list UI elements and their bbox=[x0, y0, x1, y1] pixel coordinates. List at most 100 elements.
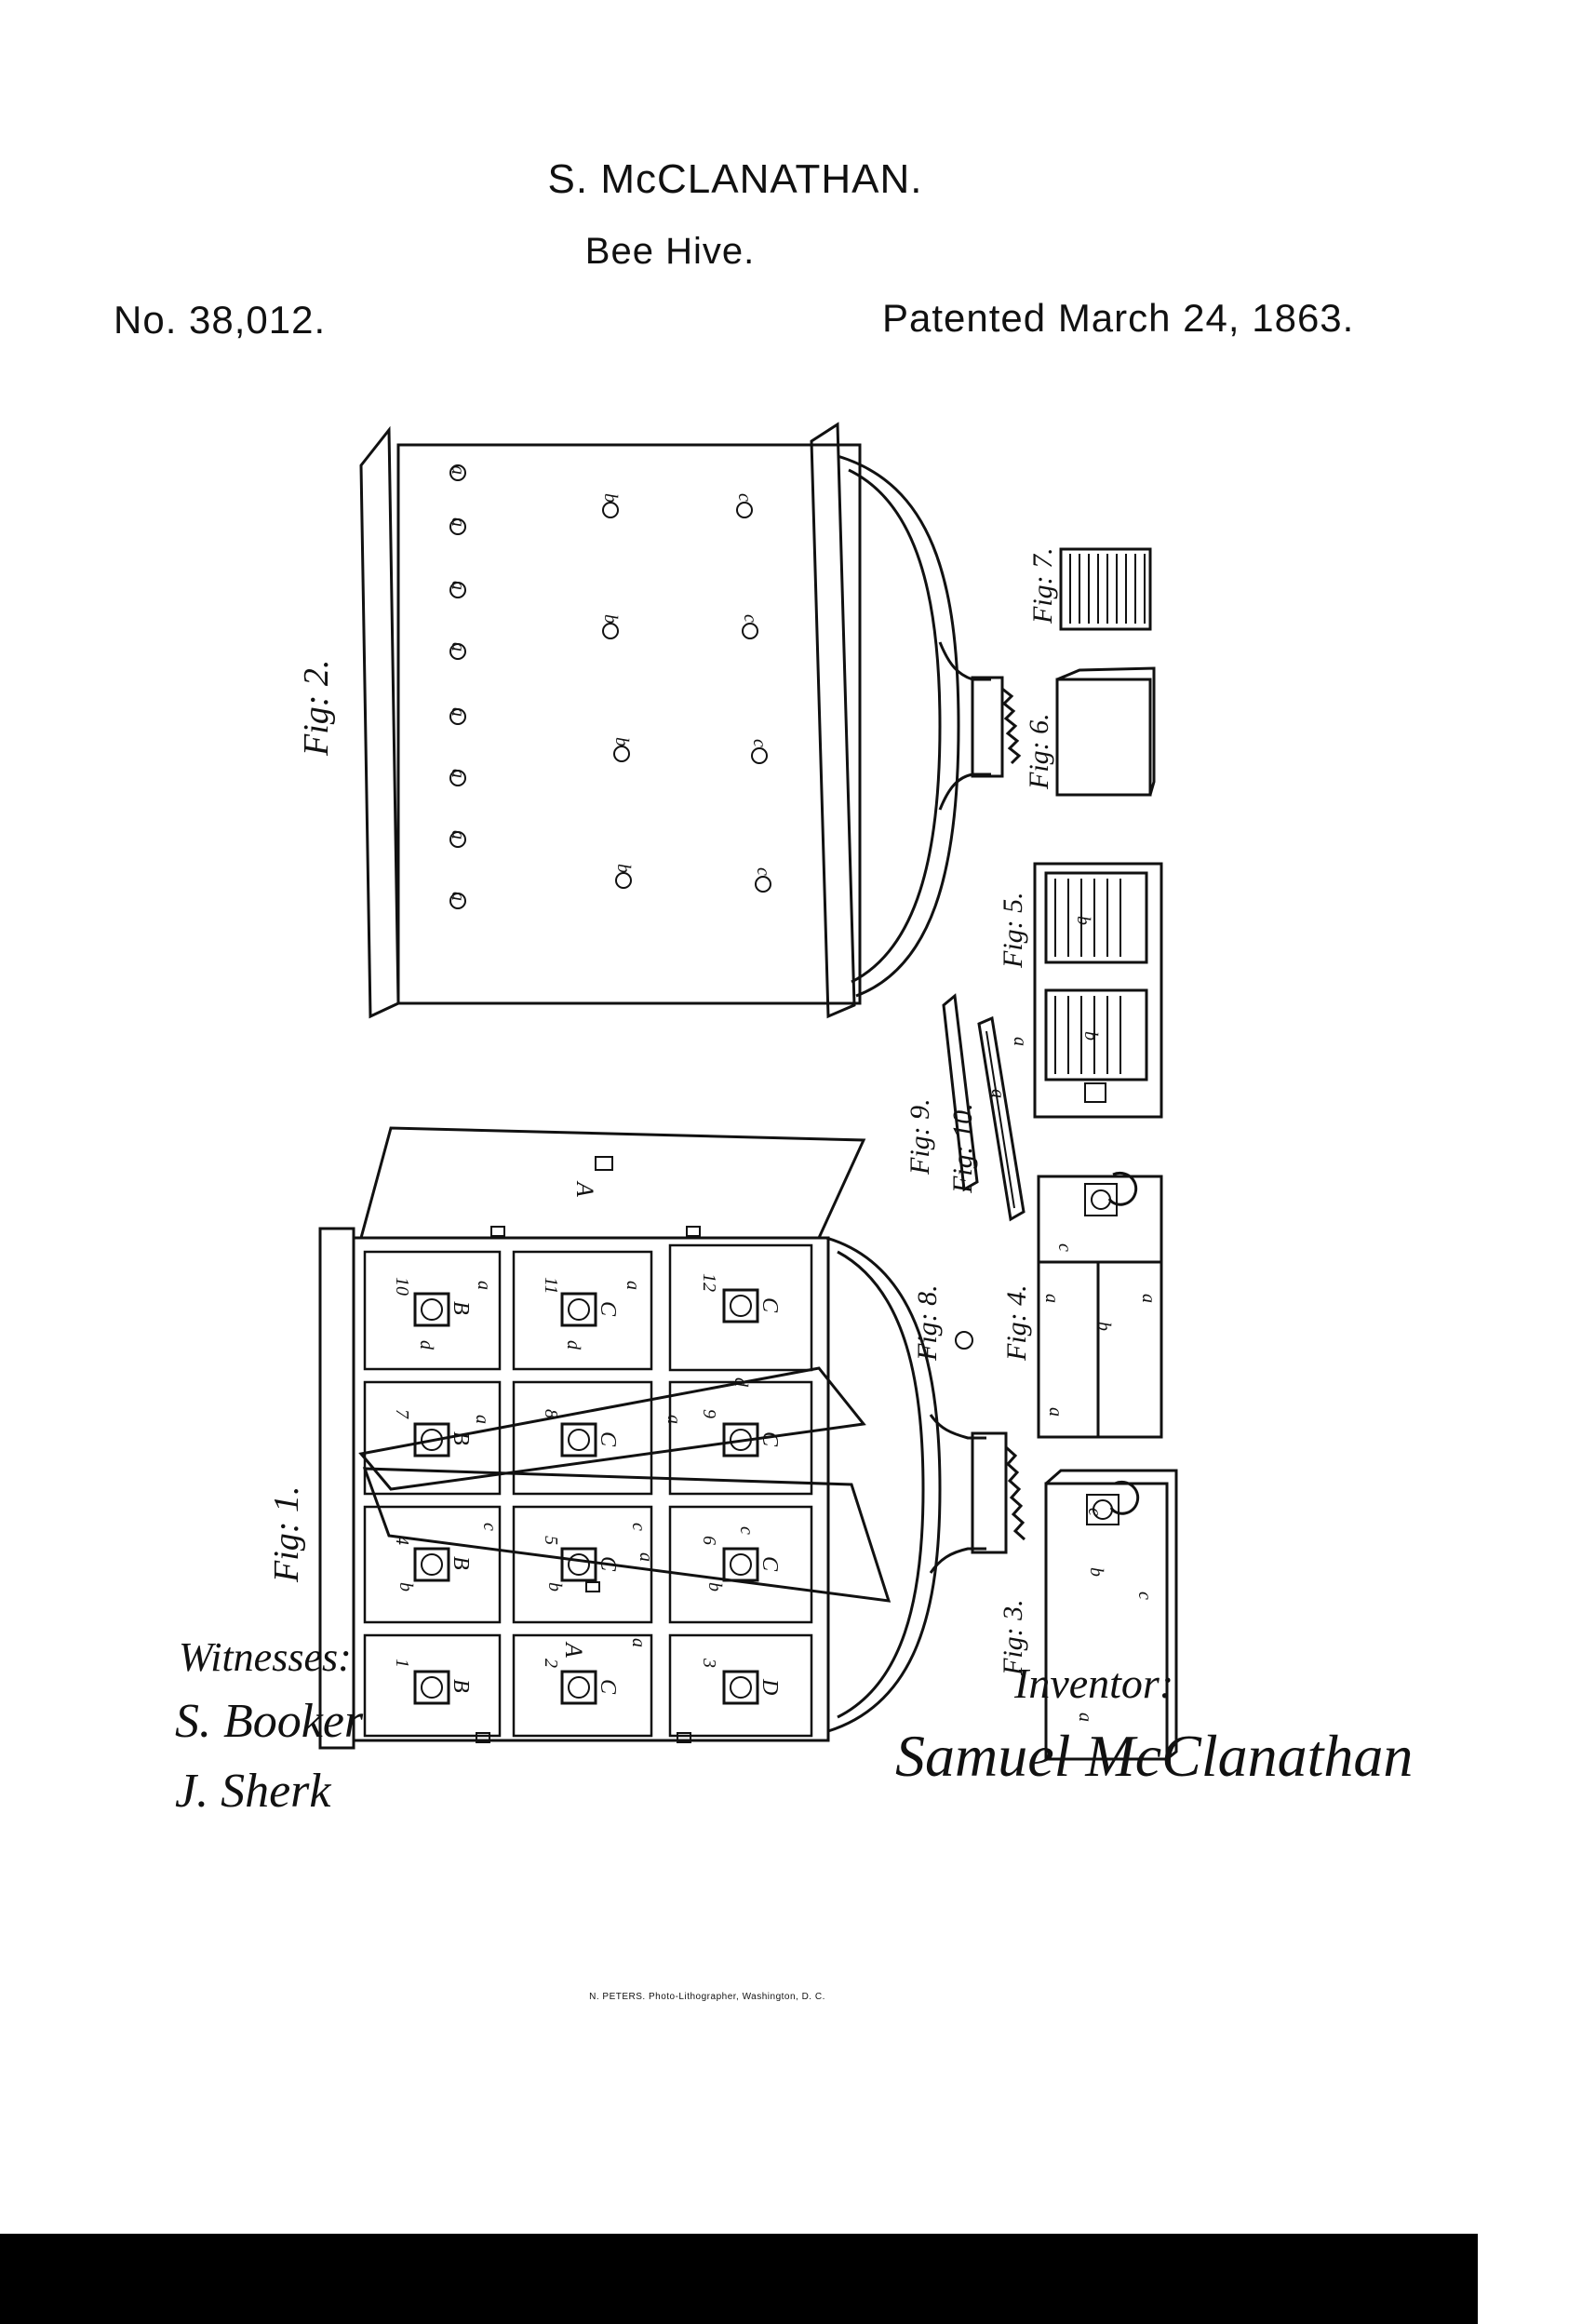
box-number-4: 4 bbox=[392, 1536, 412, 1545]
ref-a: a bbox=[448, 769, 468, 778]
box-letter-10: B bbox=[449, 1301, 473, 1315]
ref-a: a bbox=[448, 830, 468, 840]
ref-a: a bbox=[472, 1415, 492, 1424]
fig6-box bbox=[1055, 666, 1156, 797]
ref-c: c bbox=[740, 614, 760, 623]
ref-b: b bbox=[544, 1582, 565, 1592]
witness-2-signature: J. Sherk bbox=[175, 1765, 331, 1818]
fig6-label: Fig: 6. bbox=[1024, 713, 1054, 790]
box-letter-9: C bbox=[757, 1431, 782, 1447]
fig5-label: Fig: 5. bbox=[998, 892, 1028, 969]
box-letter-2: C bbox=[596, 1679, 620, 1695]
fig4-case bbox=[1037, 1172, 1163, 1439]
ref-b: b bbox=[613, 864, 634, 873]
fig8-label: Fig: 8. bbox=[912, 1284, 943, 1362]
fig2-hive bbox=[359, 422, 1022, 1019]
patent-title: Bee Hive. bbox=[584, 231, 756, 272]
ref-d: d bbox=[416, 1340, 436, 1350]
ref-a: a bbox=[1075, 1713, 1095, 1722]
ref-c: c bbox=[1134, 1592, 1155, 1600]
box-letter-7: B bbox=[449, 1431, 473, 1445]
ref-a: a bbox=[1010, 1037, 1030, 1046]
ref-d: d bbox=[563, 1340, 583, 1350]
ref-c: c bbox=[749, 739, 770, 747]
box-letter-4: B bbox=[449, 1556, 473, 1570]
fig3-box bbox=[1044, 1469, 1178, 1761]
inventor-name: S. McCLANATHAN. bbox=[547, 156, 923, 202]
scan-edge-bar bbox=[0, 2234, 1478, 2324]
box-number-12: 12 bbox=[699, 1273, 719, 1292]
ref-c: c bbox=[753, 867, 773, 876]
fig10-label: Fig: 10. bbox=[947, 1103, 978, 1194]
box-letter-5: C bbox=[596, 1556, 620, 1572]
box-letter-1: B bbox=[449, 1679, 473, 1693]
box-number-2: 2 bbox=[541, 1659, 561, 1668]
ref-b: b bbox=[600, 493, 621, 503]
ref-a: a bbox=[448, 517, 468, 527]
ref-c: c bbox=[1084, 1508, 1105, 1516]
ref-a: a bbox=[628, 1638, 649, 1647]
ref-b: b bbox=[600, 614, 621, 624]
box-letter-3: D bbox=[757, 1678, 782, 1695]
ref-b: b bbox=[1086, 1567, 1106, 1577]
box-letter-11: C bbox=[596, 1301, 620, 1317]
box-letter-6: C bbox=[757, 1556, 782, 1572]
ref-a: a bbox=[1041, 1294, 1062, 1303]
fig5-case bbox=[1033, 862, 1163, 1119]
box-number-9: 9 bbox=[699, 1409, 719, 1418]
box-number-3: 3 bbox=[699, 1658, 719, 1668]
box-number-6: 6 bbox=[699, 1536, 719, 1545]
ref-a: a bbox=[987, 1089, 1008, 1098]
box-letter-12: C bbox=[757, 1297, 782, 1313]
ref-a: a bbox=[448, 465, 468, 475]
ref-b: b bbox=[704, 1582, 725, 1592]
fig2-knobs bbox=[449, 464, 771, 909]
box-number-11: 11 bbox=[541, 1277, 561, 1295]
ref-b: b bbox=[1093, 1322, 1114, 1331]
patent-date: Patented March 24, 1863. bbox=[882, 296, 1355, 340]
ref-c: c bbox=[1054, 1243, 1075, 1252]
ref-c: c bbox=[479, 1523, 500, 1531]
box-number-5: 5 bbox=[541, 1536, 561, 1545]
fig8-disc bbox=[955, 1331, 973, 1350]
printer-credit: N. PETERS. Photo-Lithographer, Washingto… bbox=[589, 1992, 825, 2002]
witness-1-signature: S. Booker bbox=[175, 1695, 364, 1748]
fig9-slide bbox=[942, 993, 979, 1192]
box-number-1: 1 bbox=[392, 1659, 412, 1668]
ref-c: c bbox=[628, 1523, 649, 1531]
ref-b: b bbox=[396, 1582, 416, 1592]
fig3-label: Fig: 3. bbox=[998, 1599, 1028, 1676]
fig9-label: Fig: 9. bbox=[905, 1098, 935, 1175]
ref-c: c bbox=[734, 493, 755, 502]
ref-a: a bbox=[1045, 1407, 1066, 1417]
ref-a: a bbox=[1138, 1294, 1159, 1303]
ref-A-bottom-door: A bbox=[560, 1641, 587, 1658]
fig7-frame bbox=[1059, 547, 1152, 631]
ref-b: b bbox=[611, 737, 632, 746]
patent-number: No. 38,012. bbox=[114, 298, 327, 342]
ref-a: a bbox=[448, 707, 468, 717]
fig4-label: Fig: 4. bbox=[1001, 1284, 1032, 1362]
ref-a: a bbox=[474, 1281, 494, 1290]
ref-a: a bbox=[448, 892, 468, 901]
ref-b: b bbox=[1080, 1031, 1101, 1041]
fig7-label: Fig: 7. bbox=[1027, 547, 1058, 625]
ref-b: b bbox=[1073, 916, 1093, 925]
box-number-10: 10 bbox=[392, 1277, 412, 1296]
fig1-label: Fig: 1. bbox=[267, 1486, 306, 1583]
ref-a: a bbox=[664, 1415, 684, 1424]
inventor-signature: Samuel McClanathan bbox=[895, 1723, 1414, 1789]
box-number-8: 8 bbox=[541, 1409, 561, 1418]
ref-A-top-door: A bbox=[571, 1180, 598, 1197]
ref-a: a bbox=[623, 1281, 643, 1290]
fig1-hive bbox=[318, 1126, 1026, 1750]
fig2-label: Fig: 2. bbox=[297, 660, 336, 757]
fig10-slide bbox=[977, 1015, 1026, 1222]
ref-a: a bbox=[636, 1552, 656, 1562]
ref-d: d bbox=[731, 1377, 751, 1388]
ref-a: a bbox=[448, 581, 468, 590]
box-number-7: 7 bbox=[392, 1409, 412, 1419]
ref-c: c bbox=[736, 1526, 757, 1535]
inventor-label: Inventor: bbox=[1014, 1659, 1174, 1707]
